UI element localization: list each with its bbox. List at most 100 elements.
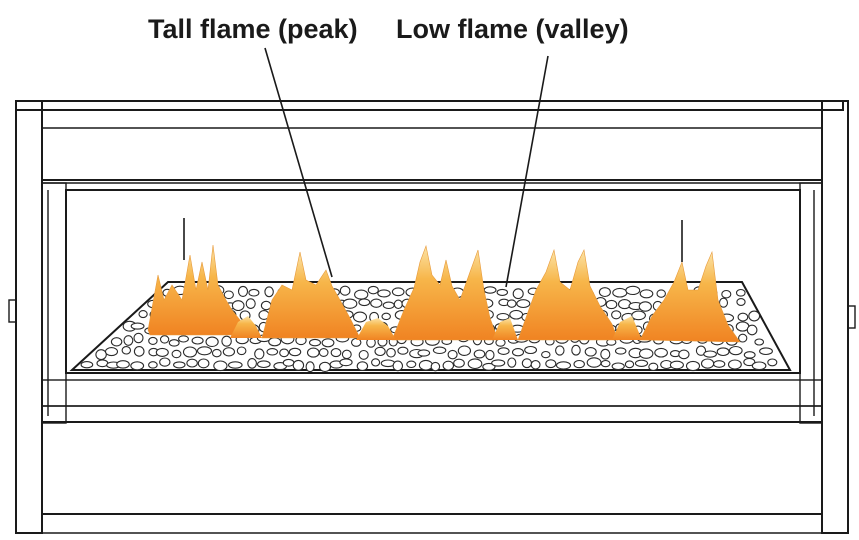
flame-low-4: [612, 316, 642, 340]
glass-rock: [473, 349, 486, 359]
glass-rock: [130, 322, 145, 330]
glass-rock: [393, 299, 403, 310]
glass-rock: [654, 347, 668, 358]
glass-rock: [256, 360, 271, 369]
flame-bed: [147, 218, 741, 343]
glass-rock: [391, 287, 405, 297]
glass-rock: [321, 338, 335, 348]
glass-rock: [506, 299, 517, 308]
glass-rock: [341, 349, 352, 360]
glass-rock: [600, 359, 611, 368]
glass-rock: [634, 359, 649, 367]
glass-rock: [648, 362, 659, 371]
glass-rock: [356, 361, 369, 371]
glass-rock: [318, 361, 332, 373]
glass-rock: [743, 351, 756, 359]
glass-rock: [213, 360, 228, 372]
low-flame-label: Low flame (valley): [396, 14, 629, 44]
glass-rock: [751, 361, 767, 371]
glass-rock: [541, 350, 551, 359]
glass-rock: [339, 285, 351, 296]
glass-rock: [721, 289, 732, 299]
glass-rock: [754, 338, 765, 346]
glass-rock: [371, 358, 381, 367]
low-flame-leader: [505, 55, 549, 288]
glass-rock: [133, 346, 145, 357]
flame-low-3: [492, 318, 518, 340]
glass-rock: [339, 358, 353, 367]
glass-rock: [96, 359, 109, 368]
glass-rock: [306, 347, 320, 358]
glass-rock: [511, 348, 525, 357]
glass-rock: [738, 333, 748, 343]
glass-rock: [282, 358, 295, 367]
tall-flame-label: Tall flame (peak): [148, 14, 358, 44]
glass-rock: [370, 298, 383, 308]
glass-rock: [382, 301, 395, 310]
glass-rock: [612, 287, 628, 298]
glass-rock: [381, 312, 391, 321]
glass-rock: [748, 310, 761, 322]
glass-rock: [430, 361, 441, 372]
glass-rock: [524, 345, 538, 355]
glass-rock: [354, 289, 369, 300]
glass-rock: [305, 361, 315, 373]
glass-rock: [507, 357, 517, 368]
glass-rock: [491, 359, 506, 367]
glass-rock: [173, 361, 186, 369]
glass-rock: [669, 360, 684, 370]
glass-rock: [685, 360, 701, 372]
glass-rock: [377, 289, 391, 298]
glass-rock: [624, 360, 635, 369]
glass-rock: [482, 362, 496, 371]
fireplace-frame: [8, 100, 856, 534]
glass-rock: [397, 346, 409, 355]
glass-rock: [512, 288, 524, 300]
glass-rock: [247, 358, 257, 369]
flame-group-3: [391, 244, 499, 341]
glass-rock: [496, 312, 510, 321]
glass-rock: [614, 347, 627, 355]
glass-rock: [110, 337, 123, 347]
glass-rock: [264, 286, 274, 298]
glass-rock: [703, 350, 717, 358]
glass-rock: [330, 348, 342, 358]
glass-rock: [453, 358, 465, 368]
glass-rock: [718, 297, 729, 308]
glass-rock: [735, 288, 746, 297]
glass-rock: [104, 347, 119, 357]
glass-rock: [159, 335, 170, 344]
glass-rock: [638, 301, 652, 312]
glass-rock: [611, 310, 622, 320]
flame-group-1: [147, 244, 253, 336]
glass-rock: [695, 345, 707, 356]
glass-rock: [350, 337, 362, 347]
flame-group-2: [261, 251, 361, 339]
glass-rock: [367, 285, 379, 295]
glass-rock: [159, 357, 171, 367]
glass-rock: [625, 285, 641, 296]
glass-rock: [80, 361, 94, 369]
glass-rock: [496, 288, 509, 296]
glass-rock: [245, 298, 256, 309]
glass-rock: [254, 348, 265, 360]
glass-rock: [292, 359, 305, 371]
glass-rock: [148, 336, 158, 345]
glass-rock: [746, 324, 758, 336]
glass-rock: [236, 346, 247, 356]
flame-group-4: [517, 248, 619, 341]
glass-rock: [631, 310, 646, 321]
glass-rock: [759, 347, 773, 356]
glass-rock: [95, 349, 107, 361]
glass-rock: [223, 290, 234, 300]
glass-rock: [442, 360, 455, 371]
glass-rock: [374, 346, 386, 357]
glass-rock: [743, 357, 756, 367]
glass-rock: [237, 285, 249, 297]
glass-rock: [605, 299, 618, 310]
glass-rock: [497, 347, 510, 355]
glass-rock: [266, 348, 279, 356]
glass-rock: [308, 338, 322, 347]
glass-rock: [555, 345, 565, 356]
